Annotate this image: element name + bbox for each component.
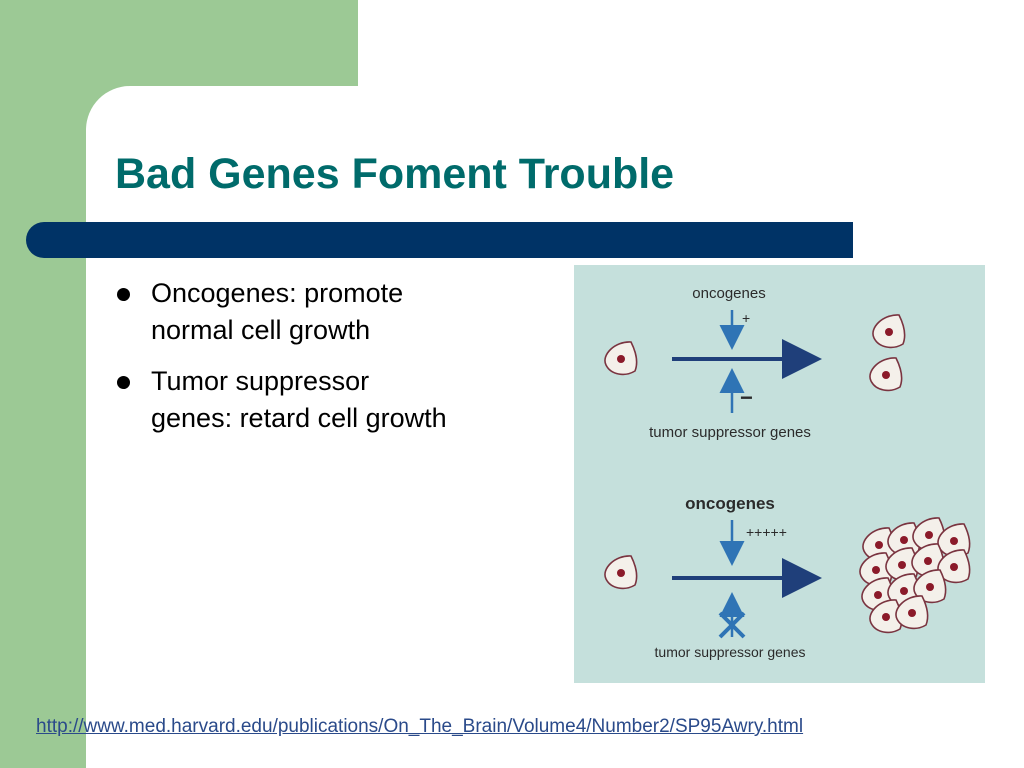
bullet-icon <box>117 376 130 389</box>
top-suppressor-sign: − <box>740 385 753 410</box>
bullet-list: Oncogenes: promote normal cell growth Tu… <box>115 275 555 451</box>
bullet-text-line: normal cell growth <box>151 315 371 345</box>
bullet-text-line: Tumor suppressor <box>151 366 370 396</box>
bottom-suppressor-label: tumor suppressor genes <box>655 644 806 660</box>
bottom-oncogenes-sign: +++++ <box>746 524 787 540</box>
bottom-left-cell-icon <box>604 555 638 590</box>
bottom-oncogenes-label: oncogenes <box>685 494 775 513</box>
title-underline-bar <box>26 222 853 258</box>
bullet-icon <box>117 288 130 301</box>
top-oncogenes-label: oncogenes <box>692 285 765 302</box>
top-right-cell-icon <box>869 357 903 392</box>
top-right-cell-icon <box>872 314 906 349</box>
bullet-item-oncogenes: Oncogenes: promote normal cell growth <box>115 275 555 349</box>
top-oncogenes-sign: + <box>742 310 750 326</box>
source-link[interactable]: http://www.med.harvard.edu/publications/… <box>36 716 804 737</box>
top-left-cell-icon <box>604 341 638 376</box>
bullet-item-tumor-suppressor: Tumor suppressor genes: retard cell grow… <box>115 363 555 437</box>
gene-diagram-figure: oncogenes + − tumor suppressor genes onc… <box>574 265 985 683</box>
tumor-cell-cluster-icon <box>859 517 971 634</box>
top-suppressor-label: tumor suppressor genes <box>649 424 811 441</box>
slide-title: Bad Genes Foment Trouble <box>115 150 675 198</box>
blocked-x-icon <box>718 611 746 639</box>
bullet-text-line: genes: retard cell growth <box>151 403 447 433</box>
bullet-text-line: Oncogenes: promote <box>151 278 404 308</box>
gene-diagram-svg: oncogenes + − tumor suppressor genes onc… <box>604 285 971 660</box>
